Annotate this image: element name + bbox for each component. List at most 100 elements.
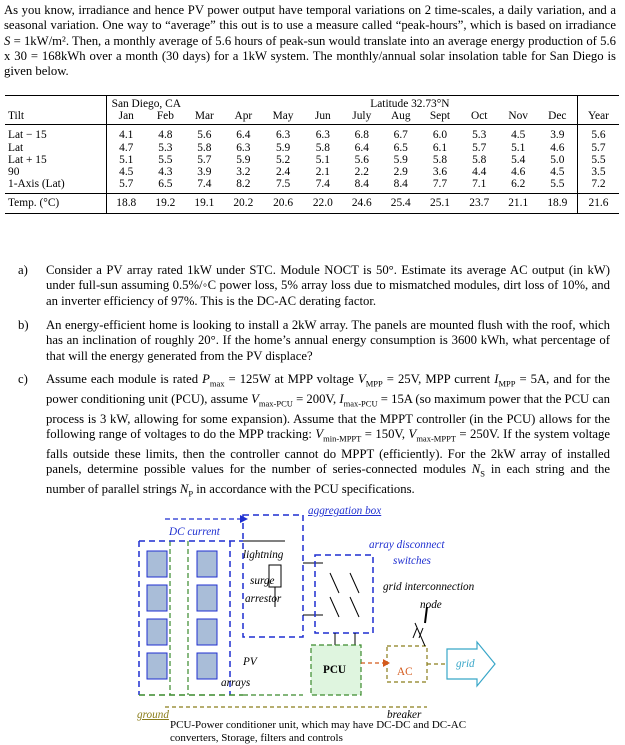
row-label: Lat <box>5 141 107 154</box>
table-cell: 5.7 <box>472 141 487 154</box>
table-cell: 7.4 <box>315 178 330 191</box>
temp-cell: 21.1 <box>498 193 538 214</box>
temp-label: Temp. (°C) <box>5 193 107 214</box>
table-cell: 3.9 <box>550 129 565 142</box>
table-cell: 5.5 <box>158 153 173 166</box>
breaker-label: breaker <box>387 709 422 721</box>
table-cell: 7.5 <box>275 178 291 191</box>
table-header-row-location: San Diego, CA Latitude 32.73°N <box>5 95 619 111</box>
table-cell: 6.5 <box>158 178 173 191</box>
table-cell: 2.2 <box>354 166 369 179</box>
table-cell: 8.4 <box>354 178 369 191</box>
caption-line-2: converters, Storage, filters and control… <box>170 731 343 744</box>
question-a-text: Consider a PV array rated 1kW under STC.… <box>46 263 610 308</box>
table-cell: 5.5 <box>550 178 565 191</box>
location-cell: San Diego, CA <box>106 95 343 111</box>
month-header-7: Aug <box>381 110 421 126</box>
table-cell: 6.3 <box>236 141 251 154</box>
switches-label: switches <box>393 555 431 567</box>
row-label: 1-Axis (Lat) <box>5 178 107 194</box>
caption-line-1: PCU-Power conditioner unit, which may ha… <box>170 719 467 731</box>
table-cell: 5.3 <box>158 141 173 154</box>
question-a: a) Consider a PV array rated 1kW under S… <box>18 263 610 309</box>
table-cell: 5.8 <box>472 153 487 166</box>
question-c-text: Assume each module is rated Pmax = 125W … <box>46 372 611 499</box>
month-header-11: Dec <box>537 110 578 126</box>
table-cell: 5.6 <box>354 153 369 166</box>
temp-cell: 23.7 <box>459 193 499 214</box>
table-cell: 6.2 <box>511 178 526 191</box>
year-cell: 5.5 <box>576 153 619 167</box>
table-cell: 5.9 <box>393 153 408 166</box>
arrestor-label: arrestor <box>245 593 282 605</box>
table-cell: 2.1 <box>315 166 330 179</box>
dc-current-label: DC current <box>169 526 220 538</box>
month-header-9: Oct <box>459 110 499 126</box>
arrays-label: arrays <box>221 677 251 689</box>
question-c: c) Assume each module is rated Pmax = 12… <box>18 372 611 502</box>
table-cell: 4.4 <box>472 166 487 179</box>
table-cell: 6.4 <box>354 141 369 154</box>
latitude-cell: Latitude 32.73°N <box>342 95 578 111</box>
dc-arrow-head <box>240 515 248 523</box>
table-cell: 5.4 <box>511 153 526 166</box>
year-cell: 3.5 <box>576 166 619 179</box>
year-cell: 5.6 <box>576 124 619 142</box>
table-cell: 4.5 <box>550 166 565 179</box>
temp-cell: 18.8 <box>106 193 146 214</box>
intro-text-1: As you know, irradiance and hence PV pow… <box>4 3 616 33</box>
row-label: Lat + 15 <box>5 153 107 167</box>
aggregation-box-label: aggregation box <box>308 505 382 517</box>
disconnect-box-outline <box>314 554 374 634</box>
table-cell: 4.1 <box>119 129 134 142</box>
year-cell: 7.2 <box>576 178 619 194</box>
temp-cell: 22.0 <box>303 193 343 214</box>
temp-cell: 19.2 <box>145 193 185 214</box>
month-header-5: Jun <box>303 110 343 126</box>
table-cell: 7.4 <box>197 178 212 191</box>
lightning-label: lightning <box>243 549 284 561</box>
table-cell: 7.1 <box>472 178 487 191</box>
question-b-text: An energy-efficient home is looking to i… <box>46 318 610 363</box>
table-cell: 3.6 <box>432 166 448 179</box>
temp-cell: 25.1 <box>420 193 460 214</box>
table-cell: 6.8 <box>354 129 369 142</box>
table-cell: 4.6 <box>550 141 565 154</box>
month-header-6: July <box>342 110 382 126</box>
row-label: Lat − 15 <box>5 124 107 142</box>
tilt-header: Tilt <box>5 110 107 126</box>
table-cell: 5.1 <box>315 153 330 166</box>
pv-system-diagram: aggregation box DC current lightning sur… <box>125 503 505 721</box>
month-header-4: May <box>262 110 304 126</box>
temp-cell: 20.2 <box>223 193 263 214</box>
ground-label: ground <box>137 709 169 721</box>
table-cell: 5.0 <box>550 153 565 166</box>
table-cell: 6.3 <box>275 129 291 142</box>
question-b-label: b) <box>18 318 29 332</box>
table-cell: 6.4 <box>236 129 251 142</box>
ac-label: AC <box>397 666 413 678</box>
year-header: Year <box>576 110 619 126</box>
table-cell: 5.8 <box>197 141 212 154</box>
temp-cell: 20.6 <box>262 193 304 214</box>
table-cell: 5.8 <box>315 141 330 154</box>
pv-array-2 <box>196 550 218 680</box>
table-cell: 3.9 <box>197 166 212 179</box>
table-cell: 4.5 <box>511 129 526 142</box>
temp-cell: 18.9 <box>537 193 578 214</box>
table-cell: 2.4 <box>275 166 291 179</box>
temp-cell: 24.6 <box>342 193 382 214</box>
intro-paragraph: As you know, irradiance and hence PV pow… <box>4 3 616 79</box>
table-cell: 8.2 <box>236 178 251 191</box>
aggregation-box-outline <box>242 514 304 638</box>
table-cell: 8.4 <box>393 178 408 191</box>
table-cell: 5.9 <box>275 141 291 154</box>
grid-interconnection-label: grid interconnection <box>383 581 475 593</box>
grid-label: grid <box>456 658 475 670</box>
